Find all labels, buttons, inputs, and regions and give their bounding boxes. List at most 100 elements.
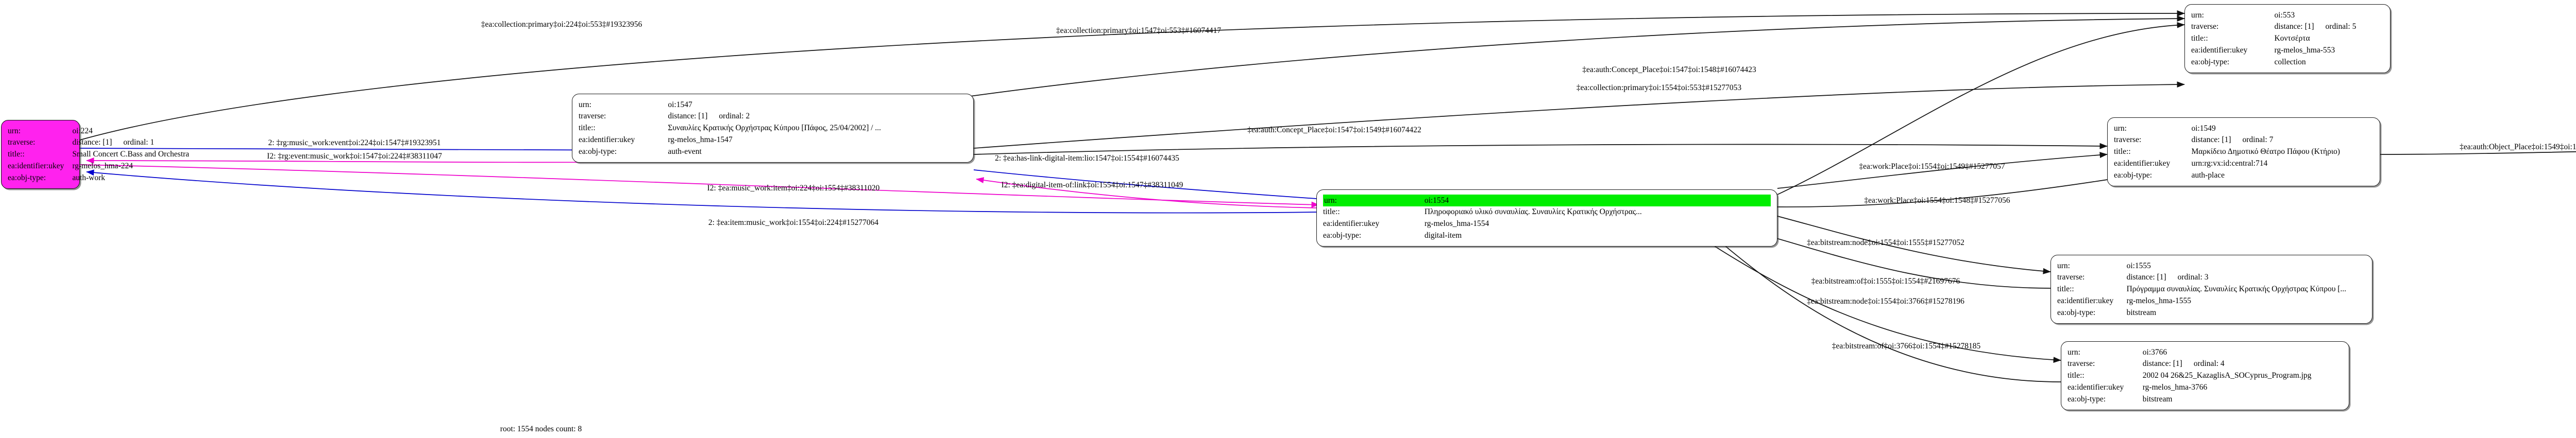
node-row-objtype: ea:obj-type: bitstream [2067,393,2343,405]
node-row-objtype: ea:obj-type: auth-event [579,146,967,157]
field-value-title: Πληροφοριακό υλικό συναυλίας. Συναυλίες … [1424,207,1642,217]
traverse-ordinal: ordinal: 3 [2177,273,2209,282]
field-value-urn: oi:1547 [668,100,692,109]
edge-label-auth-concept-place-1549: ‡ea:auth:Concept_Place‡oi:1547‡oi:1549‡#… [1247,126,1421,134]
field-value-urn: oi:1554 [1424,195,1771,206]
node-row-title: title:: Small Concert C.Bass and Orchest… [8,149,192,161]
node-row-traverse: traverse: distance: [1]ordinal: 7 [2114,134,2374,146]
field-label-urn: urn: [579,100,591,109]
node-row-objtype: ea:obj-type: auth-place [2114,169,2374,181]
node-row-title: title:: 2002 04 26&25_KazaglisA_SOCyprus… [2067,370,2343,382]
edge-label-bitstream-of-3766: ‡ea:bitstream:of‡oi:3766‡oi:1554‡#152781… [1832,342,1981,351]
node-row-ukey: ea:identifier:ukey urn:rg:vx:id:central:… [2114,157,2374,169]
traverse-distance: distance: [1] [2274,22,2314,31]
edge-label-collection-primary-1554-553: ‡ea:collection:primary‡oi:1554‡oi:553‡#1… [1576,83,1742,92]
field-label-objtype: ea:obj-type: [2114,170,2153,180]
graph-node-oi224[interactable]: urn: oi:224 traverse: distance: [1] ordin… [1,120,189,189]
field-value-ukey: rg-melos_hma-1547 [668,135,733,144]
traverse-distance: distance: [1] [2126,273,2166,282]
field-value-traverse: distance: [1] ordinal: 4 [2143,358,2343,370]
field-label-urn: urn: [2057,261,2070,270]
field-label-traverse: traverse: [2191,22,2219,31]
node-row-title: title:: Συναυλίες Κρατικής Ορχήστρας Κύπ… [579,122,967,134]
edge-label-work-place-1548: ‡ea:work:Place‡oi:1554‡oi:1548‡#15277056 [1864,196,2010,205]
traverse-ordinal: ordinal: 1 [123,138,155,147]
field-label-title: title:: [1323,207,1340,217]
field-label-title: title:: [2067,371,2084,380]
field-value-ukey: rg-melos_hma-1554 [1424,219,1489,229]
field-value-title: Small Concert C.Bass and Orchestra [72,150,190,159]
edge-label-bitstream-node-3766: ‡ea:bitstream:node‡oi:1554‡oi:3766‡#1527… [1807,297,1964,306]
field-value-objtype: digital-item [1424,231,1462,240]
field-label-objtype: ea:obj-type: [2067,394,2106,404]
field-label-traverse: traverse: [2057,273,2085,282]
field-label-title: title:: [2191,34,2208,43]
node-row-traverse: traverse: distance: [1] ordinal: 1 [8,137,192,149]
edge-label-work-place-1549: ‡ea:work:Place‡oi:1554‡oi:1549‡#15277057 [1859,162,2005,171]
graph-node-oi1555[interactable]: urn: oi:1555 traverse: distance: [1]ordi… [2050,255,2372,324]
node-row-traverse: traverse: distance: [1]ordinal: 4 [2067,358,2343,370]
graph-node-oi1554[interactable]: urn: oi:1554 title:: Πληροφοριακό υλικό … [1316,189,1777,247]
node-row-urn: urn: oi:1547 [579,99,967,111]
edge-label-auth-concept-place-1548: ‡ea:auth:Concept_Place‡oi:1547‡oi:1548‡#… [1582,65,1756,74]
node-row-ukey: ea:identifier:ukey rg-melos_hma-553 [2191,44,2384,56]
edge-label-collection-primary-224-553: ‡ea:collection:primary‡oi:224‡oi:553‡#19… [481,20,642,29]
field-label-urn: urn: [2114,124,2127,133]
field-value-ukey: rg-melos_hma-224 [72,161,133,170]
field-value-urn: oi:553 [2274,10,2295,20]
field-value-traverse: distance: [1] ordinal: 3 [2127,272,2366,284]
traverse-distance: distance: [1] [668,112,708,121]
field-value-urn: oi:3766 [2142,347,2167,357]
traverse-distance: distance: [1] [72,138,112,147]
field-value-objtype: collection [2274,57,2306,66]
node-row-ukey: ea:identifier:ukey rg-melos_hma-1555 [2057,295,2366,307]
field-label-title: title:: [2114,147,2131,156]
field-value-title: 2002 04 26&25_KazaglisA_SOCyprus_Program… [2142,371,2312,380]
node-row-objtype: ea:obj-type: bitstream [2057,307,2366,319]
traverse-ordinal: ordinal: 4 [2193,359,2225,369]
field-value-title: Πρόγραμμα συναυλίας. Συναυλίες Κρατικής … [2126,285,2347,294]
field-label-ukey: ea:identifier:ukey [1323,219,1380,229]
field-label-traverse: traverse: [8,138,36,147]
field-label-objtype: ea:obj-type: [1323,231,1362,240]
edge-label-music-work-item: I2: ‡ea:music_work:item‡oi:224‡oi:1554‡#… [707,184,880,192]
edge-label-event-music-work: I2: ‡rg:event:music_work‡oi:1547‡oi:224‡… [267,152,442,161]
edge-label-digital-item-of-link: I2: ‡ea:digital-item-of:link‡oi:1554‡oi:… [1001,181,1183,189]
field-label-objtype: ea:obj-type: [8,173,46,182]
graph-node-oi553[interactable]: urn: oi:553 traverse: distance: [1]ordin… [2184,4,2391,73]
node-row-urn: urn: oi:224 [8,125,192,137]
field-value-objtype: bitstream [2142,394,2173,404]
field-label-ukey: ea:identifier:ukey [2067,382,2124,392]
root-caption: root: 1554 nodes count: 8 [500,425,582,433]
field-value-urn: oi:1549 [2191,124,2216,133]
field-label-ukey: ea:identifier:ukey [2114,159,2171,168]
graph-node-oi1549[interactable]: urn: oi:1549 traverse: distance: [1]ordi… [2107,117,2380,186]
node-row-title: title:: Πρόγραμμα συναυλίας. Συναυλίες Κ… [2057,284,2366,295]
field-label-title: title:: [2057,285,2074,294]
field-label-objtype: ea:obj-type: [2057,308,2096,317]
field-label-urn: urn: [8,126,21,135]
traverse-distance: distance: [1] [2142,359,2182,369]
field-label-traverse: traverse: [579,112,606,121]
node-row-traverse: traverse: distance: [1] ordinal: 5 [2191,21,2384,33]
node-row-urn: urn: oi:1549 [2114,122,2374,134]
field-value-traverse: distance: [1] ordinal: 5 [2274,21,2384,33]
graph-node-oi1547[interactable]: urn: oi:1547 traverse: distance: [1] ordi… [572,94,974,163]
node-row-objtype: ea:obj-type: collection [2191,56,2384,68]
traverse-ordinal: ordinal: 2 [719,112,750,121]
field-value-objtype: auth-place [2191,170,2225,180]
graph-node-oi3766[interactable]: urn: oi:3766 traverse: distance: [1]ordi… [2061,341,2349,410]
field-value-traverse: distance: [1] ordinal: 2 [668,111,967,122]
field-value-objtype: bitstream [2126,308,2157,317]
node-row-traverse: traverse: distance: [1] ordinal: 3 [2057,272,2366,284]
field-label-urn: urn: [2067,347,2080,357]
node-row-title: title:: Κοντσέρτα [2191,33,2384,45]
field-value-title: Συναυλίες Κρατικής Ορχήστρας Κύπρου [Πάφ… [668,124,882,133]
node-row-urn: urn: oi:1554 [1323,195,1771,206]
traverse-ordinal: ordinal: 5 [2325,22,2357,31]
field-label-objtype: ea:obj-type: [579,147,617,156]
edge-label-bitstream-node-1555: ‡ea:bitstream:node‡oi:1554‡oi:1555‡#1527… [1807,238,1964,247]
field-label-ukey: ea:identifier:ukey [8,161,64,170]
field-label-title: title:: [579,124,596,133]
